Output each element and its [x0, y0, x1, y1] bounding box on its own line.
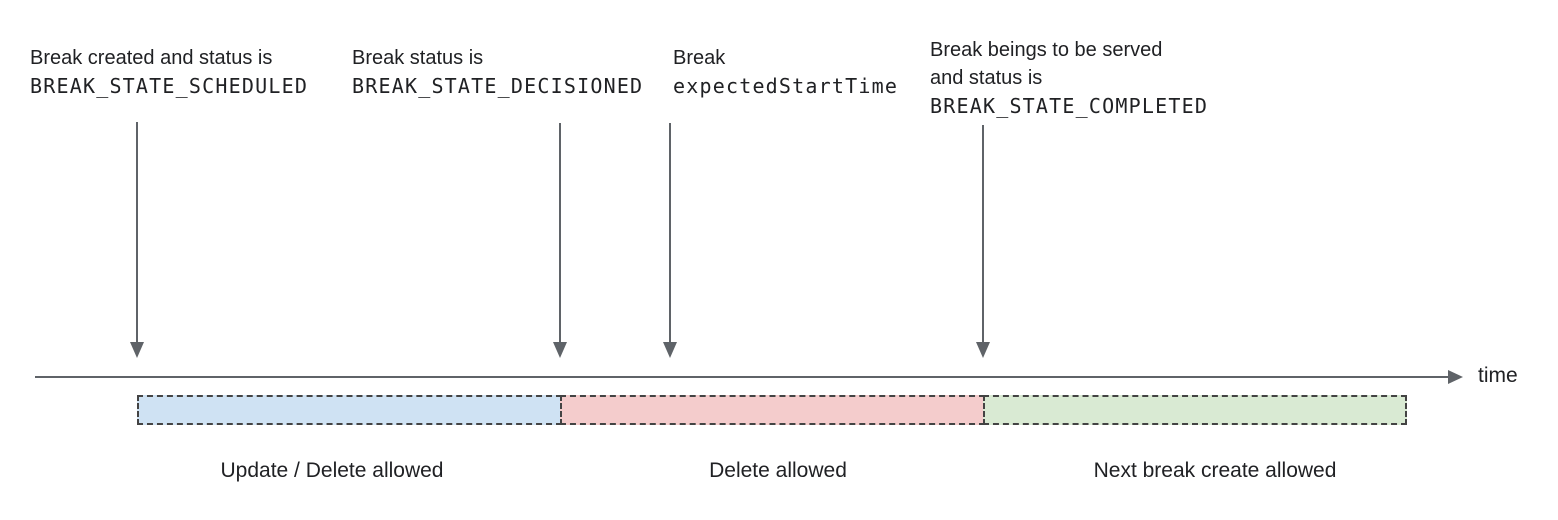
annotation-code: expectedStartTime	[673, 74, 899, 98]
arrow-shaft	[669, 123, 671, 342]
annotation-code: BREAK_STATE_SCHEDULED	[30, 74, 309, 98]
annotation-text: Break beings to be served	[930, 39, 1163, 61]
annotation-code: BREAK_STATE_COMPLETED	[930, 94, 1209, 118]
annotation-code: BREAK_STATE_DECISIONED	[352, 74, 644, 98]
arrow-shaft	[559, 123, 561, 342]
annotation-text: Break	[673, 47, 726, 69]
arrow-head-icon	[976, 342, 990, 358]
segment-label: Update / Delete allowed	[220, 459, 444, 482]
time-axis-line	[35, 376, 1448, 378]
down-arrow-icon	[976, 125, 990, 358]
segment-label: Delete allowed	[709, 459, 847, 482]
arrow-shaft	[982, 125, 984, 342]
time-axis-label: time	[1478, 364, 1518, 387]
annotation-break-decisioned: Break status is BREAK_STATE_DECISIONED	[352, 44, 643, 100]
segment-next-break-create-allowed	[983, 395, 1407, 425]
annotation-text: Break created and status is	[30, 47, 273, 69]
down-arrow-icon	[130, 122, 144, 358]
annotation-expected-start-time: Break expectedStartTime	[673, 44, 898, 100]
arrow-head-icon	[553, 342, 567, 358]
down-arrow-icon	[663, 123, 677, 358]
time-axis-arrow-head-icon	[1448, 370, 1463, 384]
segment-delete-allowed	[560, 395, 985, 425]
down-arrow-icon	[553, 123, 567, 358]
annotation-text: Break status is	[352, 47, 484, 69]
annotation-text: and status is	[930, 67, 1043, 89]
annotation-break-scheduled: Break created and status is BREAK_STATE_…	[30, 44, 308, 100]
arrow-head-icon	[130, 342, 144, 358]
arrow-head-icon	[663, 342, 677, 358]
arrow-shaft	[136, 122, 138, 342]
segment-label: Next break create allowed	[1093, 459, 1337, 482]
segment-update-delete-allowed	[137, 395, 562, 425]
annotation-break-completed: Break beings to be served and status is …	[930, 36, 1208, 120]
